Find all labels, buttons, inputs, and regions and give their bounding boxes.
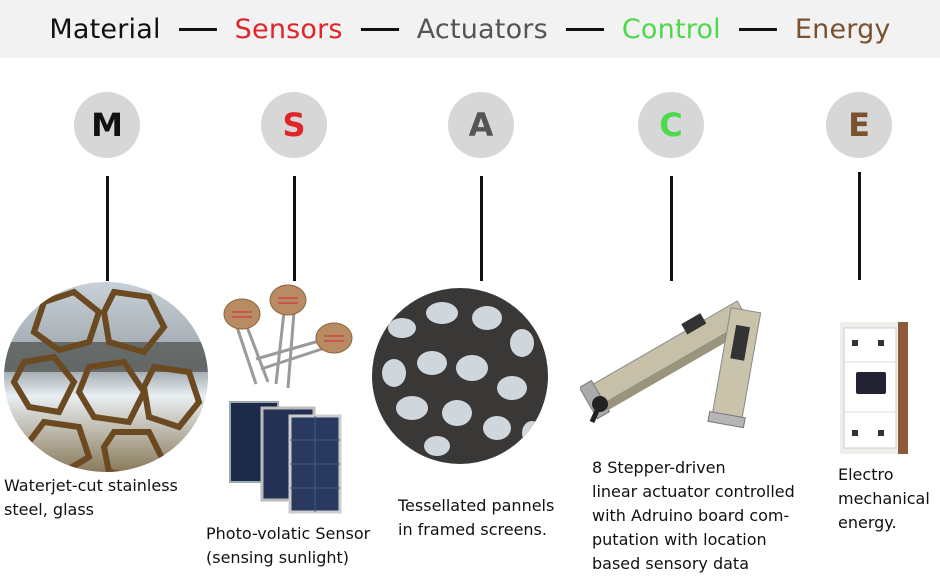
badge-sensors: S (261, 92, 327, 158)
stem-actuators (480, 176, 483, 281)
circuit-breaker-icon (840, 322, 908, 454)
stainless-steel-screen-icon (4, 282, 208, 472)
header-sensors: Sensors (234, 13, 343, 45)
header-dash (360, 27, 399, 31)
stem-control (670, 176, 673, 281)
stem-energy (858, 172, 861, 280)
header-dash (565, 27, 604, 31)
header-material: Material (49, 13, 161, 45)
linear-actuator-icon (578, 290, 788, 436)
caption-material: Waterjet-cut stainless steel, glass (4, 476, 178, 519)
header-bar: Material Sensors Actuators Control Energ… (0, 0, 940, 58)
caption-sensors: Photo-volatic Sensor (sensing sunlight) (206, 524, 371, 567)
badge-actuators: A (448, 92, 514, 158)
header-energy: Energy (794, 13, 891, 45)
header-actuators: Actuators (416, 13, 548, 45)
caption-actuators: Tessellated pannels in framed screens. (398, 496, 555, 539)
caption-energy: Electro mechanical energy. (838, 465, 930, 532)
badge-control: C (638, 92, 704, 158)
stem-material (106, 176, 109, 281)
badge-material: M (74, 92, 140, 158)
header-dash (178, 27, 217, 31)
photoresistor-and-solar-panel-icon (216, 284, 358, 516)
stem-sensors (293, 176, 296, 281)
header-control: Control (621, 13, 721, 45)
badge-energy: E (826, 92, 892, 158)
header-dash (738, 27, 777, 31)
tessellated-panel-icon (372, 288, 548, 464)
caption-control: 8 Stepper-driven linear actuator control… (592, 458, 795, 573)
